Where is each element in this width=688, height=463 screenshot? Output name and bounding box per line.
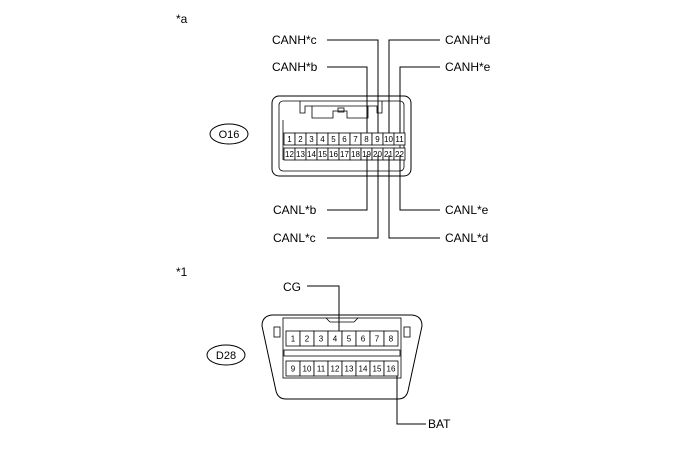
o16-pin-label-2: 2	[298, 135, 303, 144]
d28-pin-label-4: 4	[333, 335, 338, 344]
d28-center-divider	[283, 349, 401, 357]
leader-canl-b	[327, 155, 368, 211]
d28-pin-label-2: 2	[305, 335, 310, 344]
d28-pin-cell-8	[383, 330, 399, 347]
o16-pin-label-13: 13	[296, 150, 305, 159]
d28-pin-label-15: 15	[373, 365, 382, 374]
o16-pin-label-8: 8	[364, 135, 369, 144]
leader-canh-c	[327, 39, 379, 133]
leader-canl-e	[399, 155, 440, 211]
d28-pin-label-8: 8	[389, 335, 394, 344]
label-canh-e: CANH*e	[445, 60, 491, 74]
o16-pin-label-1: 1	[287, 135, 292, 144]
label-canh-d: CANH*d	[445, 33, 490, 47]
label-canl-d: CANL*d	[445, 231, 488, 245]
o16-lock-tab	[311, 106, 369, 119]
d28-housing	[261, 314, 423, 400]
o16-pin-label-11: 11	[395, 135, 404, 144]
d28-pin-label-10: 10	[303, 365, 312, 374]
o16-pin-label-5: 5	[331, 135, 336, 144]
section-a-marker: *a	[176, 12, 188, 26]
d28-pin-label-16: 16	[387, 365, 396, 374]
o16-pin-label-16: 16	[329, 150, 338, 159]
o16-pin-label-21: 21	[384, 150, 393, 159]
o16-pin-label-10: 10	[384, 135, 393, 144]
label-canl-e: CANL*e	[445, 203, 489, 217]
o16-pin-label-14: 14	[307, 150, 316, 159]
o16-leader-lines	[327, 39, 440, 239]
leader-canl-c	[327, 155, 379, 239]
label-bat: BAT	[428, 417, 451, 431]
d28-pin-label-12: 12	[331, 365, 340, 374]
o16-pin-label-20: 20	[373, 150, 382, 159]
o16-pin-label-17: 17	[340, 150, 349, 159]
o16-pin-label-3: 3	[309, 135, 314, 144]
d28-pin-label-1: 1	[291, 335, 296, 344]
d28-pin-label-3: 3	[319, 335, 324, 344]
o16-pin-label-9: 9	[375, 135, 380, 144]
d28-pin-label-13: 13	[345, 365, 354, 374]
d28-pin-label-14: 14	[359, 365, 368, 374]
d28-right-key	[403, 326, 411, 338]
label-canl-b: CANL*b	[273, 203, 317, 217]
d28-pin-label-5: 5	[347, 335, 352, 344]
o16-pin-label-15: 15	[318, 150, 327, 159]
o16-pin-label-18: 18	[351, 150, 360, 159]
leader-bat	[396, 376, 426, 425]
leader-canh-e	[399, 66, 440, 133]
d28-pin-grid	[285, 330, 399, 377]
o16-pin-label-19: 19	[362, 150, 371, 159]
o16-pin-label-7: 7	[353, 135, 358, 144]
leader-canh-b	[327, 66, 368, 133]
label-canh-b: CANH*b	[272, 60, 318, 74]
d28-callout-oval	[206, 344, 246, 366]
o16-callout-label: O16	[219, 129, 240, 141]
d28-pin-label-6: 6	[361, 335, 366, 344]
o16-pin-label-12: 12	[285, 150, 294, 159]
section-1-marker: *1	[176, 265, 188, 279]
o16-lock-frame	[299, 101, 383, 114]
o16-lock-latch	[337, 107, 345, 113]
label-canl-c: CANL*c	[273, 231, 316, 245]
o16-callout-oval	[209, 123, 249, 145]
label-canh-c: CANH*c	[272, 33, 317, 47]
d28-pin-label-9: 9	[291, 365, 296, 374]
o16-housing	[271, 95, 412, 177]
d28-inner-frame	[282, 317, 402, 379]
d28-pin-label-11: 11	[317, 365, 326, 374]
o16-pin-label-4: 4	[320, 135, 325, 144]
o16-pin-grid	[283, 132, 406, 161]
label-cg: CG	[283, 280, 301, 294]
o16-pin-label-22: 22	[395, 150, 404, 159]
d28-top-notch	[325, 317, 359, 323]
d28-left-key	[273, 326, 281, 338]
leader-cg	[307, 285, 340, 331]
leader-canl-d	[388, 155, 440, 239]
d28-pin-label-7: 7	[375, 335, 380, 344]
leader-canh-d	[388, 39, 440, 133]
o16-pin-label-6: 6	[342, 135, 347, 144]
d28-pin-cell-16	[383, 360, 399, 377]
d28-callout-label: D28	[216, 350, 236, 362]
